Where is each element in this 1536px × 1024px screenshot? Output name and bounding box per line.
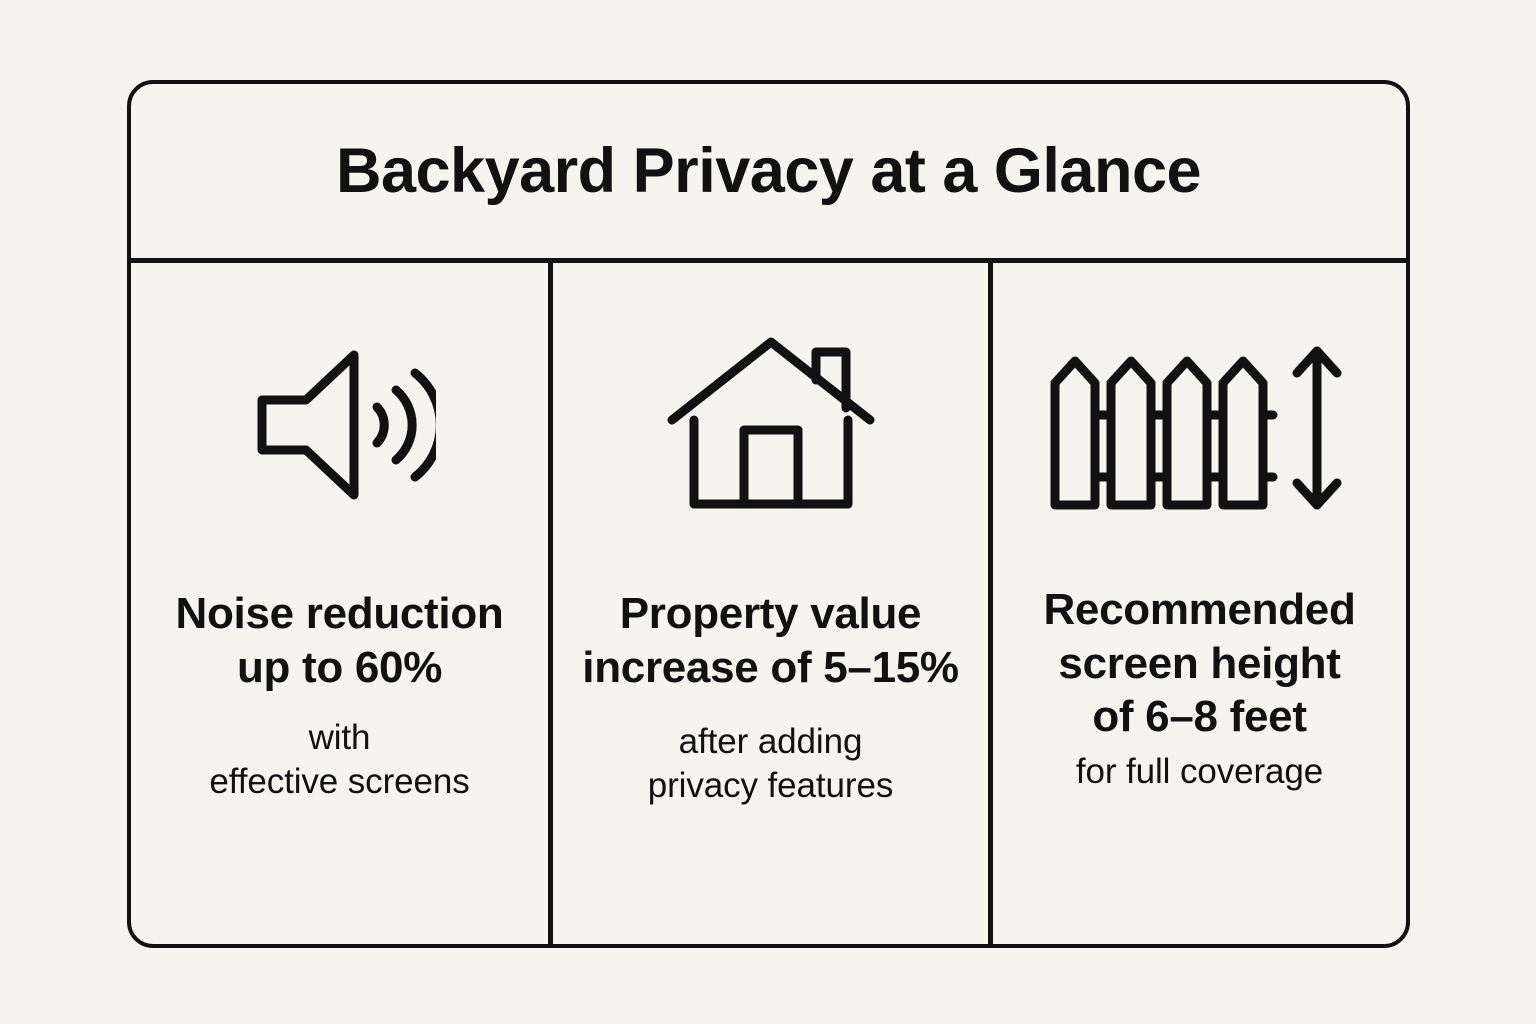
stat-subline: for full coverage [1075, 752, 1324, 792]
house-home-icon [666, 325, 876, 525]
stat-headline: Property value increase of 5–15% [582, 589, 959, 692]
stat-subline: with effective screens [209, 718, 470, 802]
stat-columns: Noise reduction up to 60% with effective… [131, 263, 1406, 944]
stat-text-block: Noise reduction up to 60% with effective… [131, 587, 548, 804]
fence-height-arrow-icon [1045, 325, 1355, 525]
stat-subline: after adding privacy features [647, 722, 894, 806]
stat-text-block: Recommended screen height of 6–8 feet fo… [993, 583, 1406, 794]
card-header: Backyard Privacy at a Glance [131, 84, 1406, 263]
page-title: Backyard Privacy at a Glance [335, 135, 1202, 206]
stat-text-block: Property value increase of 5–15% after a… [553, 587, 988, 808]
stat-column-property-value: Property value increase of 5–15% after a… [548, 263, 988, 944]
speaker-sound-waves-icon [244, 325, 436, 525]
stat-headline: Noise reduction up to 60% [175, 589, 504, 692]
stat-headline: Recommended screen height of 6–8 feet [1043, 585, 1356, 742]
infographic-card: Backyard Privacy at a Glance Noi [127, 80, 1410, 948]
stat-column-screen-height: Recommended screen height of 6–8 feet fo… [988, 263, 1406, 944]
stat-column-noise: Noise reduction up to 60% with effective… [131, 263, 548, 944]
